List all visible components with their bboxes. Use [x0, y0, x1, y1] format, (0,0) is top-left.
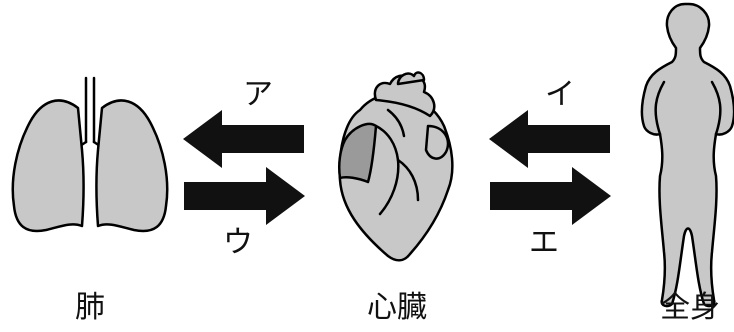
trachea	[84, 76, 96, 144]
arrow-heart-to-body	[490, 167, 611, 225]
arrow-lung-to-heart	[184, 167, 305, 225]
left-lung	[11, 99, 85, 233]
heart-illustration	[337, 71, 454, 262]
arrow-body-to-heart	[489, 110, 610, 168]
label-arrow-i: イ	[545, 77, 575, 112]
label-lung: 肺	[75, 290, 105, 325]
label-arrow-u: ウ	[223, 225, 253, 260]
human-silhouette	[640, 2, 734, 308]
arrow-heart-to-lung	[183, 110, 304, 168]
label-arrow-a: ア	[243, 77, 273, 112]
heart-atrium	[337, 122, 378, 184]
label-body: 全身	[660, 290, 720, 325]
label-arrow-e: エ	[529, 225, 559, 260]
human-body-illustration	[640, 2, 734, 308]
lung-illustration	[11, 76, 169, 233]
label-heart: 心臓	[367, 290, 427, 325]
right-lung	[95, 99, 169, 233]
